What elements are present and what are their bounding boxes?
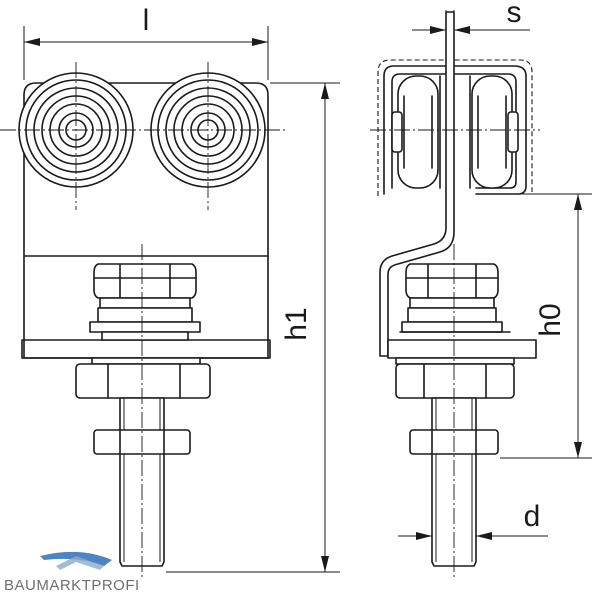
front-washers bbox=[89, 297, 201, 341]
dim-label-d: d bbox=[524, 500, 541, 533]
brand-roof-icon bbox=[56, 556, 104, 570]
dim-l: l bbox=[23, 4, 269, 80]
side-spacer bbox=[395, 357, 515, 365]
front-spacer bbox=[91, 357, 201, 365]
dim-label-s: s bbox=[507, 0, 522, 29]
dim-h1: h1 bbox=[166, 82, 340, 573]
side-view: s h0 d bbox=[370, 0, 592, 578]
side-bracket-outer bbox=[383, 65, 527, 195]
front-view: l h1 bbox=[0, 4, 340, 578]
front-upper-nut bbox=[93, 263, 197, 299]
side-left-roller bbox=[391, 75, 439, 189]
front-lower-nut bbox=[75, 363, 211, 399]
dim-label-h0: h0 bbox=[534, 303, 567, 336]
side-upper-nut bbox=[405, 263, 499, 299]
brand-name: BAUMARKTPROFI bbox=[4, 577, 140, 594]
front-flange bbox=[21, 339, 271, 359]
dim-label-h1: h1 bbox=[280, 307, 313, 340]
dim-d: d bbox=[398, 500, 548, 540]
side-right-roller bbox=[471, 75, 519, 189]
brand-logo: BAUMARKTPROFI bbox=[4, 551, 140, 594]
front-housing bbox=[23, 82, 269, 359]
dim-label-l: l bbox=[143, 4, 150, 37]
side-washers bbox=[401, 297, 503, 333]
side-bracket-hidden bbox=[377, 59, 533, 196]
side-flange bbox=[387, 339, 537, 359]
dim-s: s bbox=[412, 0, 530, 40]
side-lower-nut bbox=[395, 363, 515, 399]
side-bracket-inner bbox=[391, 73, 517, 189]
dim-h0: h0 bbox=[476, 193, 592, 459]
